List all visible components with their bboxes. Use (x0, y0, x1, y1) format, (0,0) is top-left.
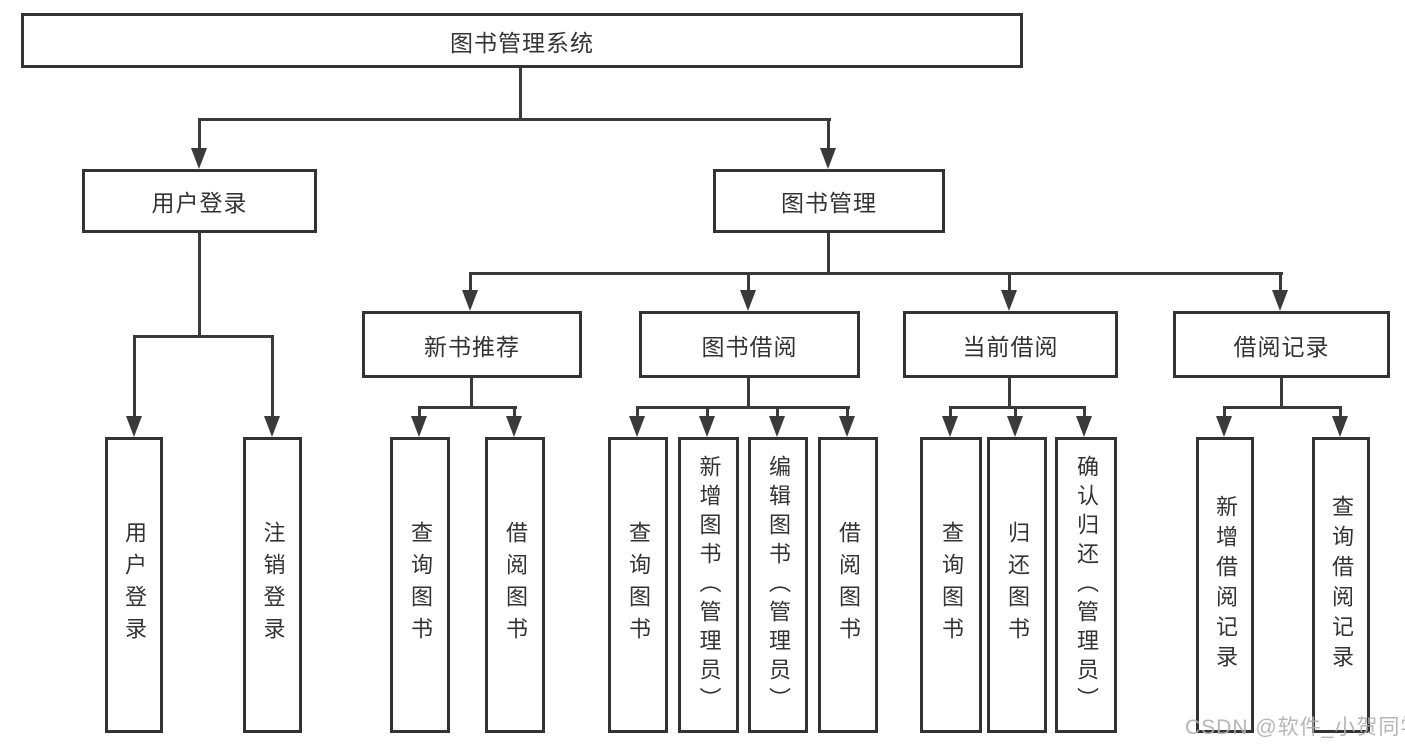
node-label: 查询借阅记录 (1329, 495, 1354, 675)
connector-line (519, 68, 522, 120)
leaf-query-books-recommend: 查询图书 (390, 437, 450, 733)
leaf-query-books-current: 查询图书 (920, 437, 982, 733)
arrowhead-down-icon (942, 416, 958, 437)
connector-line (776, 406, 779, 419)
node-book-management: 图书管理 (713, 169, 945, 233)
node-label: 新增借阅记录 (1213, 495, 1238, 675)
connector-line (133, 335, 136, 420)
node-label: 编辑图书（管理员） (766, 454, 791, 716)
arrowhead-down-icon (1216, 416, 1232, 437)
connector-line (1279, 272, 1282, 294)
leaf-query-books-borrowing: 查询图书 (608, 437, 668, 733)
arrowhead-down-icon (264, 416, 280, 437)
leaf-return-books: 归还图书 (987, 437, 1047, 733)
node-label: 查询图书 (408, 521, 433, 649)
arrowhead-down-icon (411, 416, 427, 437)
node-label: 新增图书（管理员） (696, 454, 722, 716)
node-current-borrowing: 当前借阅 (903, 311, 1118, 378)
connector-line (513, 406, 516, 419)
connector-line (198, 118, 831, 121)
connector-line (418, 406, 517, 409)
node-label: 新书推荐 (424, 333, 520, 360)
node-label: 查询图书 (939, 521, 964, 649)
arrowhead-down-icon (191, 148, 207, 169)
node-new-book-recommend: 新书推荐 (362, 311, 582, 378)
leaf-borrow-books-borrowing: 借阅图书 (818, 437, 878, 733)
connector-line (1339, 406, 1342, 419)
node-borrowing-records: 借阅记录 (1173, 311, 1390, 378)
connector-line (133, 335, 274, 338)
connector-line (706, 406, 709, 419)
connector-line (827, 233, 830, 275)
node-label: 归还图书 (1005, 521, 1030, 649)
connector-line (1008, 272, 1011, 294)
node-label: 借阅图书 (836, 521, 861, 649)
arrowhead-down-icon (462, 290, 478, 311)
node-label: 用户登录 (151, 190, 248, 216)
connector-line (1008, 378, 1011, 409)
arrowhead-down-icon (1007, 416, 1023, 437)
connector-line (469, 272, 1283, 275)
connector-line (470, 378, 473, 409)
node-label: 确认归还（管理员） (1074, 454, 1099, 716)
leaf-add-books-admin: 新增图书（管理员） (678, 437, 739, 733)
arrowhead-down-icon (740, 290, 756, 311)
connector-line (747, 378, 750, 409)
node-label: 查询图书 (626, 521, 651, 649)
arrowhead-down-icon (1332, 416, 1348, 437)
arrowhead-down-icon (839, 416, 855, 437)
leaf-confirm-return-admin: 确认归还（管理员） (1055, 437, 1117, 733)
connector-line (469, 272, 472, 294)
connector-line (1223, 406, 1226, 419)
leaf-edit-books-admin: 编辑图书（管理员） (748, 437, 808, 733)
arrowhead-down-icon (1272, 290, 1288, 311)
connector-line (949, 406, 952, 419)
arrowhead-down-icon (769, 416, 785, 437)
arrowhead-down-icon (699, 416, 715, 437)
leaf-query-borrow-record: 查询借阅记录 (1312, 437, 1370, 733)
node-label: 借阅记录 (1233, 333, 1330, 360)
node-book-borrowing: 图书借阅 (639, 311, 860, 378)
node-user-login: 用户登录 (82, 169, 317, 233)
leaf-borrow-books-recommend: 借阅图书 (485, 437, 545, 733)
connector-line (949, 406, 1086, 409)
leaf-user-login: 用户登录 (105, 437, 163, 733)
arrowhead-down-icon (820, 148, 836, 169)
connector-line (271, 335, 274, 420)
node-label: 图书管理系统 (450, 29, 594, 56)
node-label: 当前借阅 (962, 333, 1059, 360)
connector-line (1014, 406, 1017, 419)
leaf-add-borrow-record: 新增借阅记录 (1196, 437, 1254, 733)
connector-line (198, 118, 201, 151)
arrowhead-down-icon (1001, 290, 1017, 311)
connector-line (1083, 406, 1086, 419)
connector-line (418, 406, 421, 419)
connector-line (636, 406, 639, 419)
arrowhead-down-icon (126, 416, 142, 437)
leaf-logout-login: 注销登录 (243, 437, 302, 733)
node-label: 注销登录 (260, 521, 286, 649)
arrowhead-down-icon (1076, 416, 1092, 437)
connector-line (747, 272, 750, 294)
connector-line (1280, 378, 1283, 409)
arrowhead-down-icon (629, 416, 645, 437)
connector-line (636, 406, 850, 409)
node-label: 图书管理 (781, 190, 877, 216)
node-library-management-system: 图书管理系统 (21, 13, 1023, 68)
node-label: 借阅图书 (503, 521, 528, 649)
connector-line (1223, 406, 1342, 409)
node-label: 用户登录 (122, 521, 147, 649)
arrowhead-down-icon (506, 416, 522, 437)
connector-line (198, 233, 201, 338)
node-label: 图书借阅 (701, 333, 798, 360)
connector-line (846, 406, 849, 419)
connector-line (827, 118, 830, 151)
